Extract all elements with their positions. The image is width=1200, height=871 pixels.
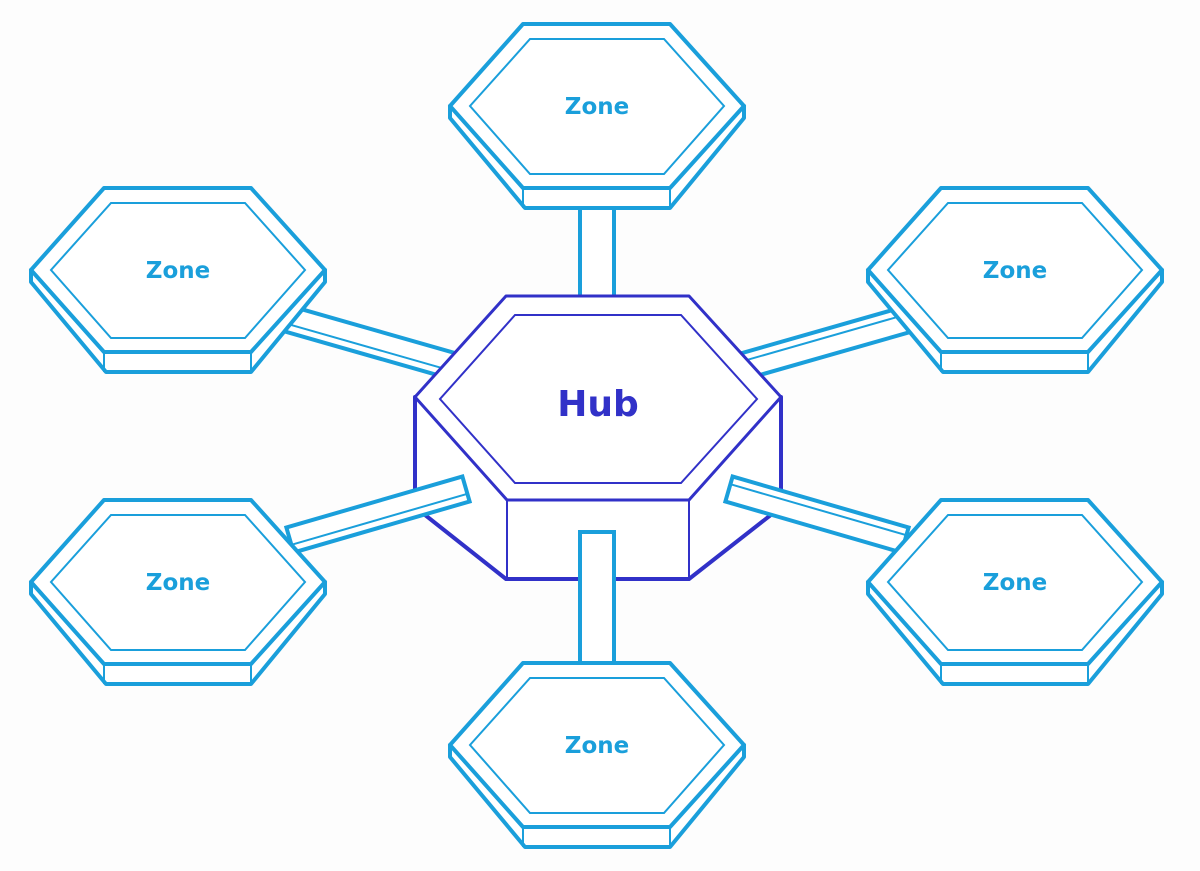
zone-node-bottom-left: Zone <box>29 498 327 686</box>
connector-bottom <box>578 530 616 670</box>
connector-bar-edge <box>291 492 468 546</box>
zone-node-bottom: Zone <box>448 661 746 849</box>
connector-bar <box>278 303 467 383</box>
connector-bar <box>730 303 919 383</box>
zone-node-bottom-right: Zone <box>866 498 1164 686</box>
zone-label: Zone <box>146 258 210 284</box>
connector-top-left <box>278 303 467 383</box>
zone-node-top-right: Zone <box>866 186 1164 374</box>
zone-inner-border <box>468 38 726 175</box>
zone-label: Zone <box>565 94 629 120</box>
zone-label: Zone <box>565 733 629 759</box>
zone-node-top-left: Zone <box>29 186 327 374</box>
hub-label: Hub <box>557 384 639 425</box>
connector-bar-edge <box>735 312 911 365</box>
zone-label: Zone <box>146 570 210 596</box>
zone-inner-border <box>49 202 307 339</box>
connector-top-right <box>730 303 919 383</box>
zone-label: Zone <box>983 570 1047 596</box>
connector-bottom-right <box>722 474 912 555</box>
zone-inner-border <box>49 514 307 651</box>
hub-node: Hub <box>413 294 783 581</box>
connector-bar-edge <box>730 483 907 537</box>
hub-inner-border <box>438 314 759 484</box>
zone-node-top: Zone <box>448 22 746 210</box>
zone-inner-border <box>886 514 1144 651</box>
zone-inner-border <box>886 202 1144 339</box>
zone-label: Zone <box>983 258 1047 284</box>
connector-bar <box>578 530 616 670</box>
connector-bar-edge <box>283 321 459 374</box>
connector-bottom-left <box>283 474 473 555</box>
zone-inner-border <box>468 677 726 814</box>
